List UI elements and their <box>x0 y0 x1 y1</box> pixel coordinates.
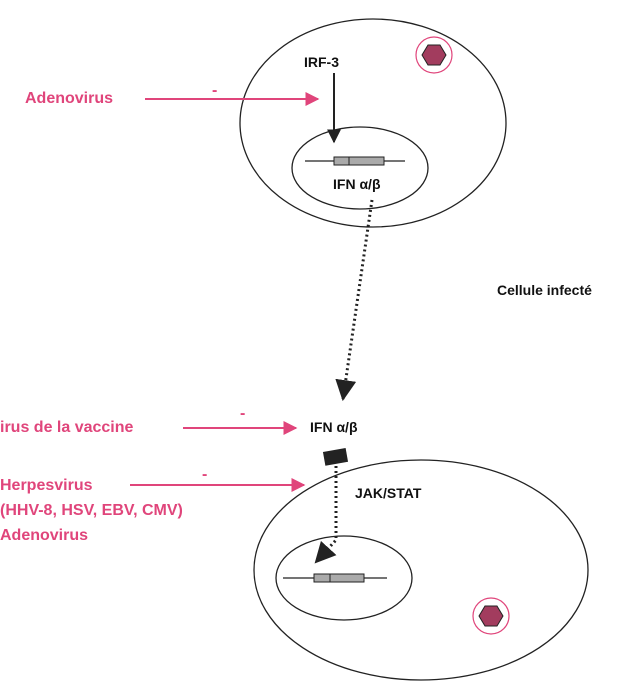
adenovirus-top-minus: - <box>212 82 218 99</box>
adenovirus-top-label: Adenovirus <box>25 90 114 107</box>
top-virus-hexagon <box>421 44 447 66</box>
top-virus-ring <box>415 36 453 74</box>
jak-stat-label: JAK/STAT <box>355 485 422 501</box>
bottom-virus-ring <box>472 597 510 635</box>
irf3-label: IRF-3 <box>304 54 339 70</box>
vaccine-minus: - <box>240 405 246 422</box>
herpesvirus-label: Herpesvirus <box>0 477 93 494</box>
vaccine-label: irus de la vaccine <box>0 419 134 436</box>
top-gene-box-1 <box>333 156 350 166</box>
top-cell-nucleus <box>291 126 429 210</box>
bottom-virus-hexagon <box>478 605 504 627</box>
bottom-cell-membrane <box>253 459 589 681</box>
ifn-secretion-arrow <box>335 199 374 402</box>
jak-stat-signal-arrow <box>314 466 338 564</box>
herpesvirus-list-label: (HHV-8, HSV, EBV, CMV) <box>0 502 183 519</box>
bottom-cell-nucleus <box>275 535 413 621</box>
bottom-gene-box-2 <box>329 573 365 583</box>
ifn-receptor <box>322 448 349 466</box>
top-ifn-label: IFN α/β <box>333 176 381 192</box>
infected-cell-label: Cellule infecté <box>497 282 592 298</box>
top-gene-box-2 <box>348 156 385 166</box>
bottom-ifn-label: IFN α/β <box>310 419 358 435</box>
herpesvirus-minus: - <box>202 466 208 483</box>
top-cell-membrane <box>239 18 507 228</box>
adenovirus-bottom-label: Adenovirus <box>0 527 89 544</box>
bottom-gene-box-1 <box>313 573 331 583</box>
